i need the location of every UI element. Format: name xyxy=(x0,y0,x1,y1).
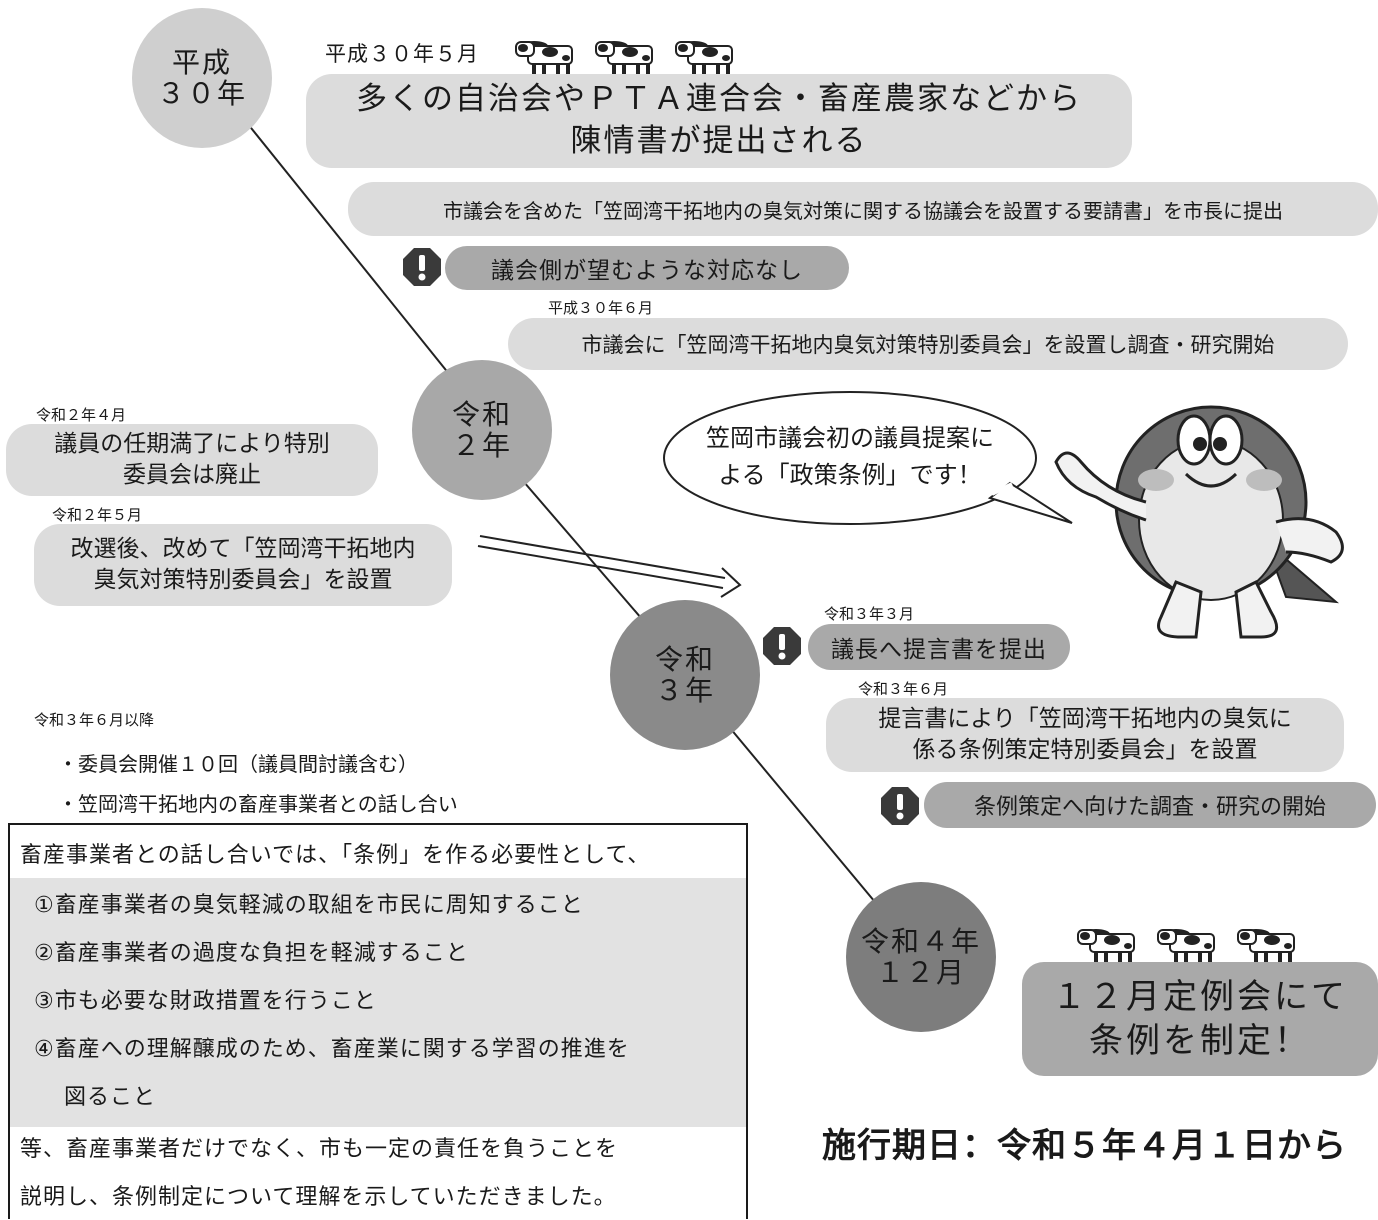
box-intro: 畜産事業者との話し合いでは、「条例」を作る必要性として、 xyxy=(20,843,651,868)
box-item-2: ②畜産事業者の過度な負担を軽減すること xyxy=(34,941,469,966)
enacted-box: １２月定例会にて 条例を制定！ xyxy=(1022,962,1378,1076)
cow-icon xyxy=(515,41,573,78)
node-r3: 令和 ３年 xyxy=(610,600,760,750)
arrow-icon xyxy=(477,535,742,598)
bullet-meetings: ・委員会開催１０回（議員間討議含む） xyxy=(58,752,418,776)
r2-april-date: 令和２年４月 xyxy=(36,406,127,424)
box-item-1: ①畜産事業者の臭気軽減の取組を市民に周知すること xyxy=(34,893,584,918)
node-r4: 令和４年 １２月 xyxy=(846,882,996,1032)
special-committee-box: 市議会に「笠岡湾干拓地内臭気対策特別委員会」を設置し調査・研究開始 xyxy=(508,318,1348,370)
abolished-box: 議員の任期満了により特別 委員会は廃止 xyxy=(6,424,378,496)
cow-icon xyxy=(675,41,733,78)
r3-after-june-date: 令和３年６月以降 xyxy=(34,711,155,729)
speech-bubble-shape xyxy=(663,391,1073,525)
explanation-box: 畜産事業者との話し合いでは、「条例」を作る必要性として、 ①畜産事業者の臭気軽減… xyxy=(8,823,748,1219)
box-item-3: ③市も必要な財政措置を行うこと xyxy=(34,989,377,1014)
node-r2: 令和 ２年 xyxy=(412,360,552,500)
box-item-4: ④畜産への理解醸成のため、畜産業に関する学習の推進を xyxy=(34,1037,630,1062)
alert-icon xyxy=(763,627,801,665)
petition-box: 多くの自治会やＰＴＡ連合会・畜産農家などから 陳情書が提出される xyxy=(306,74,1132,168)
speech-bubble-text: 笠岡市議会初の議員提案に よる「政策条例」です！ xyxy=(706,424,994,490)
alert-icon xyxy=(403,248,441,286)
no-response-box: 議会側が望むような対応なし xyxy=(445,246,849,290)
bullet-talks: ・笠岡湾干拓地内の畜産事業者との話し合い xyxy=(58,792,458,816)
explanation-highlight xyxy=(10,878,746,1127)
h30-june-date: 平成３０年６月 xyxy=(548,299,654,317)
box-outro-2: 説明し、条例制定について理解を示していただきました。 xyxy=(20,1185,617,1210)
ordinance-committee-box: 提言書により「笠岡湾干拓地内の臭気に 係る条例策定特別委員会」を設置 xyxy=(826,698,1344,772)
box-item-4-cont: 図ること xyxy=(64,1085,157,1110)
box-outro-1: 等、畜産事業者だけでなく、市も一定の責任を負うことを xyxy=(20,1137,619,1162)
proposal-box: 議長へ提言書を提出 xyxy=(808,624,1070,670)
request-box: 市議会を含めた「笠岡湾干拓地内の臭気対策に関する協議会を設置する要請書」を市長に… xyxy=(348,182,1378,236)
effective-date: 施行期日：令和５年４月１日から xyxy=(822,1126,1347,1166)
h30-may-date: 平成３０年５月 xyxy=(325,42,479,66)
research-start-box: 条例策定へ向けた調査・研究の開始 xyxy=(924,782,1376,828)
r3-june-date: 令和３年６月 xyxy=(858,680,949,698)
r2-may-date: 令和２年５月 xyxy=(52,506,143,524)
cow-icon xyxy=(595,41,653,78)
r3-march-date: 令和３年３月 xyxy=(824,605,915,623)
mascot-character xyxy=(1054,405,1344,639)
reestablished-box: 改選後、改めて「笠岡湾干拓地内 臭気対策特別委員会」を設置 xyxy=(34,524,452,606)
cow-icon xyxy=(1157,929,1215,966)
alert-icon xyxy=(881,787,919,825)
node-h30: 平成 ３０年 xyxy=(132,8,272,148)
